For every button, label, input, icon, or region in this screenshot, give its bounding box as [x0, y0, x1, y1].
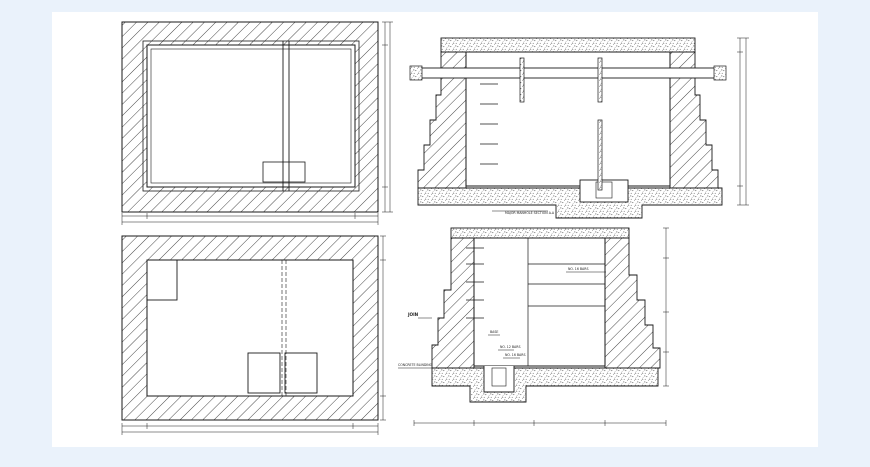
svg-text:CONCRETE BLINDING: CONCRETE BLINDING	[398, 363, 433, 367]
section-view-top: MAJOR MANHOLE SECTION A-A	[409, 37, 749, 219]
plan-view-top	[121, 21, 393, 225]
drawing-sheet: MAJOR MANHOLE SECTION A-A	[52, 12, 818, 447]
svg-text:JOIN: JOIN	[407, 312, 419, 317]
svg-text:MAJOR MANHOLE SECTION A-A: MAJOR MANHOLE SECTION A-A	[505, 211, 555, 215]
svg-text:NO. 16 BARS: NO. 16 BARS	[568, 267, 588, 271]
section-view-bottom: JOIN BASE NO. 12 BARS NO. 16 BARS CONCRE…	[398, 227, 669, 426]
cad-drawing: MAJOR MANHOLE SECTION A-A	[121, 21, 749, 435]
svg-text:BASE: BASE	[490, 330, 498, 334]
svg-text:NO. 16 BARS: NO. 16 BARS	[505, 353, 525, 357]
plan-view-bottom	[121, 235, 386, 435]
svg-text:NO. 12 BARS: NO. 12 BARS	[500, 345, 520, 349]
